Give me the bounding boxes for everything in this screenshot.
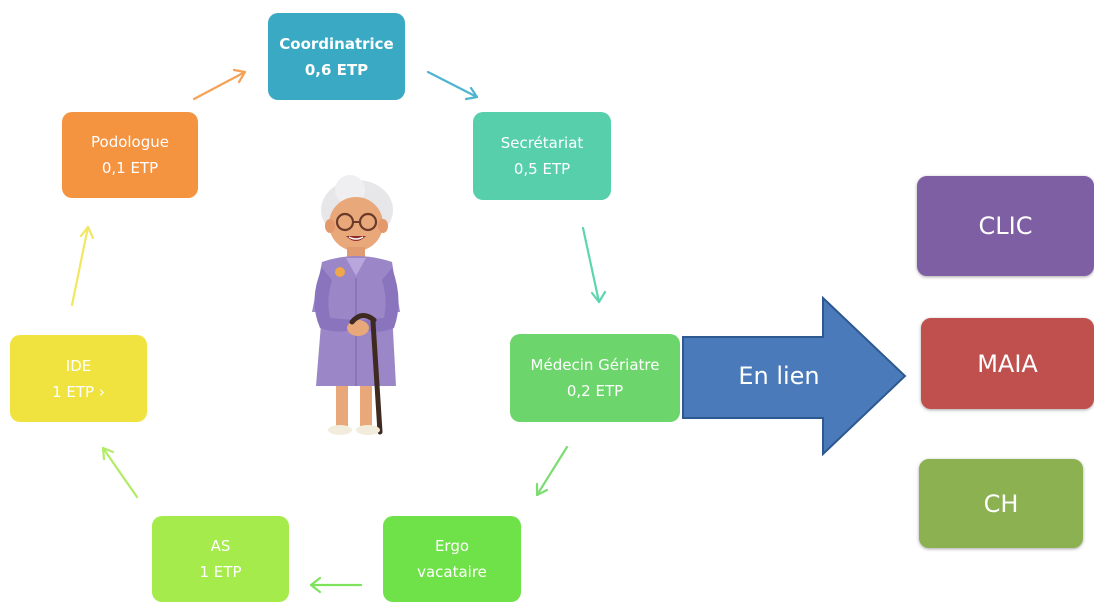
- box-coordinatrice-title: Coordinatrice: [279, 34, 394, 53]
- partner-clic-label: CLIC: [978, 212, 1033, 240]
- partner-clic: CLIC: [917, 176, 1094, 276]
- partner-ch-label: CH: [983, 489, 1019, 518]
- arrow-as-to-ide: [101, 446, 139, 499]
- arrow-ergo-to-as: [309, 576, 363, 594]
- box-podologue-etp: 0,1 ETP: [101, 159, 159, 177]
- box-as: AS 1 ETP: [152, 516, 289, 602]
- arrow-secr-to-medecin: [581, 226, 607, 304]
- elderly-woman-illustration: [312, 175, 400, 435]
- box-podologue: Podologue 0,1 ETP: [62, 112, 198, 198]
- box-ergo: Ergo vacataire: [383, 516, 521, 602]
- box-coordinatrice: Coordinatrice 0,6 ETP: [268, 13, 405, 100]
- arrow-medecin-to-ergo: [535, 445, 569, 497]
- partner-maia-label: MAIA: [977, 349, 1038, 378]
- arrow-coord-to-secr: [426, 70, 479, 101]
- box-ide-etp: 1 ETP ›: [52, 382, 105, 401]
- box-ergo-title: Ergo: [434, 537, 470, 555]
- arrow-podo-to-coord: [192, 68, 247, 101]
- box-as-etp: 1 ETP: [199, 563, 242, 581]
- box-as-title: AS: [210, 537, 231, 555]
- box-medecin-title: Médecin Gériatre: [530, 356, 660, 374]
- box-secretariat-title: Secrétariat: [500, 134, 584, 152]
- en-lien-label: En lien: [738, 362, 820, 390]
- box-ergo-status: vacataire: [417, 563, 487, 581]
- partner-ch: CH: [919, 459, 1083, 548]
- box-coordinatrice-etp: 0,6 ETP: [304, 60, 369, 79]
- box-medecin-etp: 0,2 ETP: [566, 382, 624, 400]
- box-ide-title: IDE: [65, 356, 92, 375]
- box-podologue-title: Podologue: [91, 133, 169, 151]
- box-ide: IDE 1 ETP ›: [10, 335, 147, 422]
- en-lien-arrow: [682, 295, 907, 457]
- box-medecin-geriatre: Médecin Gériatre 0,2 ETP: [510, 334, 680, 422]
- box-secretariat-etp: 0,5 ETP: [513, 160, 571, 178]
- partner-maia: MAIA: [921, 318, 1094, 409]
- box-secretariat: Secrétariat 0,5 ETP: [473, 112, 611, 200]
- arrow-ide-to-podo: [70, 225, 95, 307]
